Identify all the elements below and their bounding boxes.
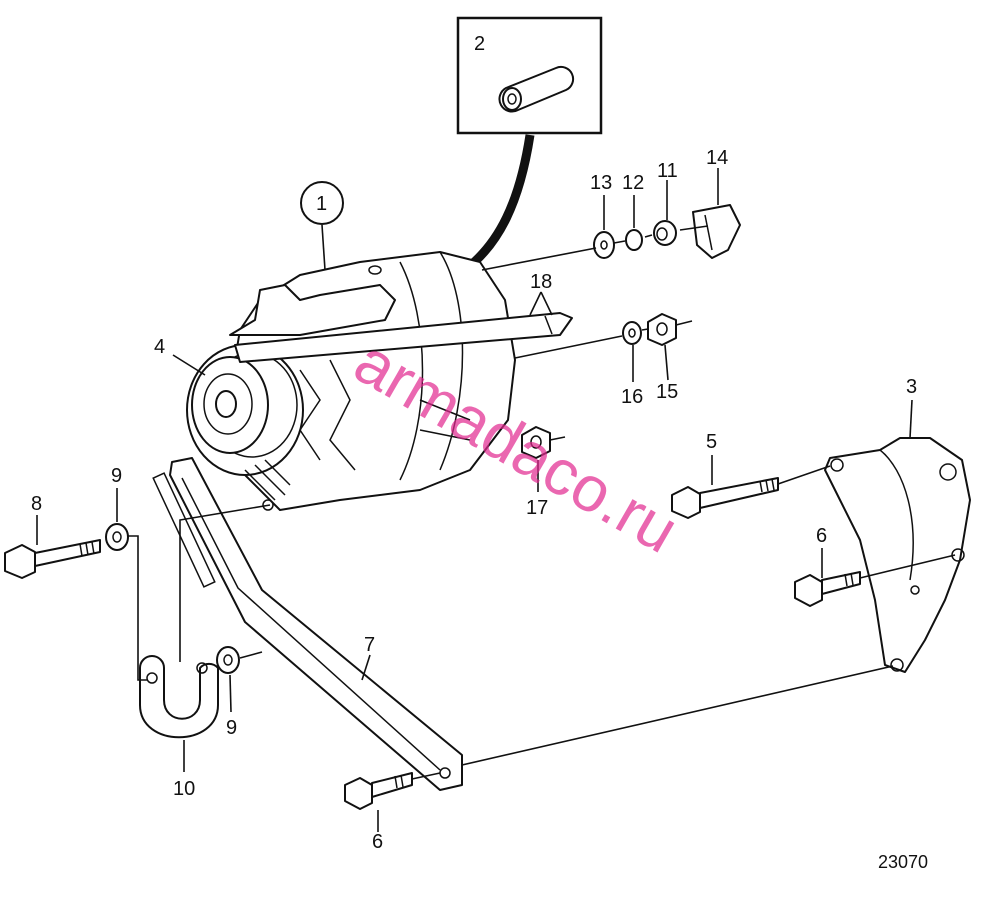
inset-label: 2 <box>474 33 485 55</box>
u-bracket <box>139 655 219 739</box>
callout-18: 18 <box>530 271 552 293</box>
washer-13 <box>593 231 615 259</box>
callout-5: 5 <box>706 431 717 453</box>
callout-3: 3 <box>906 376 917 398</box>
bolt-8 <box>4 539 101 579</box>
washer-16 <box>622 321 642 345</box>
callout-6-lower: 6 <box>372 831 383 853</box>
callout-11: 11 <box>657 160 678 182</box>
callout-17: 17 <box>526 497 548 519</box>
figure-number: 23070 <box>878 852 928 872</box>
bolt-5 <box>671 477 779 519</box>
washer-12 <box>625 229 643 251</box>
washer-9-upper <box>105 523 129 551</box>
callout-16: 16 <box>621 386 643 408</box>
bolt-6-upper <box>794 571 861 607</box>
washer-9-lower <box>216 646 240 674</box>
leader-lines <box>36 168 913 832</box>
callout-9-lower: 9 <box>226 717 237 739</box>
bolt-6-lower <box>344 772 413 810</box>
callout-12: 12 <box>622 172 644 194</box>
callout-1-circle <box>300 181 344 225</box>
tension-bar <box>234 312 573 363</box>
clamp-14 <box>692 204 741 259</box>
adjusting-link <box>152 457 463 791</box>
callout-10: 10 <box>173 778 195 800</box>
callout-1: 1 <box>316 193 327 215</box>
callout-6-upper: 6 <box>816 525 827 547</box>
nut-17 <box>521 426 551 459</box>
callout-9-upper: 9 <box>111 465 122 487</box>
nut-15 <box>647 313 677 346</box>
callout-labels: 1 3 4 5 6 6 7 8 9 9 10 11 12 13 14 15 16… <box>31 147 917 853</box>
assembly-lines <box>128 225 956 780</box>
callout-7: 7 <box>364 634 375 656</box>
mounting-bracket <box>824 437 971 673</box>
callout-15: 15 <box>656 381 678 403</box>
callout-13: 13 <box>590 172 612 194</box>
callout-4: 4 <box>154 336 165 358</box>
pointer-arrow <box>459 134 535 276</box>
sleeve-icon <box>498 65 575 113</box>
alternator <box>186 251 516 511</box>
inset-sleeve-detail: 2 <box>456 16 603 135</box>
callout-14: 14 <box>706 147 728 169</box>
callout-8: 8 <box>31 493 42 515</box>
